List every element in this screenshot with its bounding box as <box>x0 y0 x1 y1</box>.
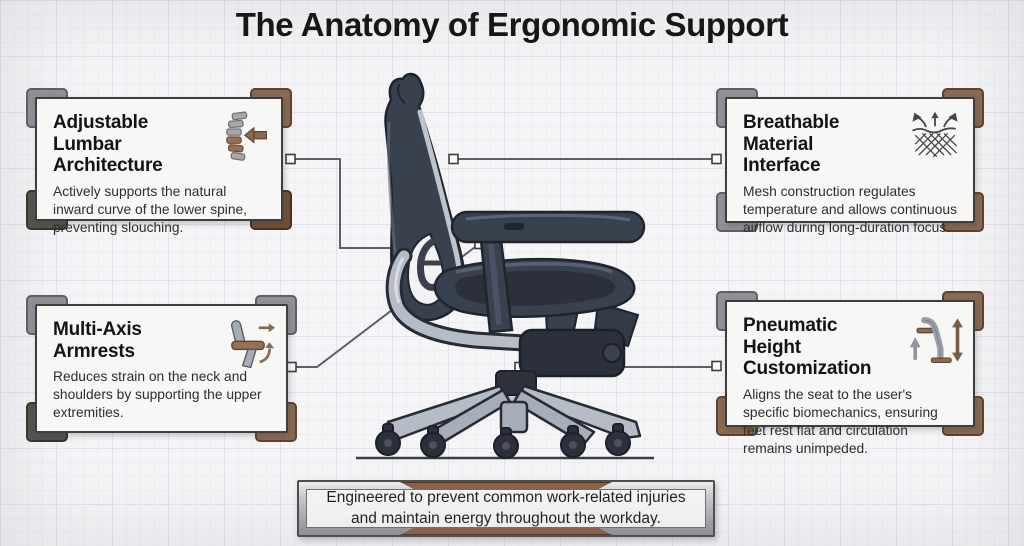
chair-base <box>382 384 642 446</box>
chair-seat <box>433 257 636 319</box>
chair-frame <box>385 247 565 354</box>
armrest-motion-icon <box>230 320 275 369</box>
callout-title: Multi-Axis Armrests <box>53 319 142 362</box>
chair-armrest <box>450 210 646 334</box>
chair-backrest <box>384 72 467 322</box>
chair-casters <box>375 423 631 459</box>
callout-body: Mesh construction regulates temperature … <box>743 183 957 235</box>
callout-height: Pneumatic Height Customization Aligns th… <box>716 291 984 456</box>
callout-lumbar: Adjustable Lumbar Architecture Actively … <box>26 88 292 235</box>
connector-armrest <box>291 243 480 368</box>
callout-title: Adjustable Lumbar Architecture <box>53 112 163 177</box>
connector-lumbar <box>290 158 396 249</box>
connector-endpoints <box>285 153 722 373</box>
callout-title: Pneumatic Height Customization <box>743 315 872 380</box>
mesh-airflow-icon <box>912 111 958 158</box>
callout-armrests: Multi-Axis Armrests Reduces strain on th… <box>26 295 297 442</box>
chair-mechanism <box>518 296 640 378</box>
banner-line-2: and maintain energy throughout the workd… <box>351 509 661 527</box>
callout-body: Actively supports the natural inward cur… <box>53 183 248 235</box>
lumbar-pad <box>417 238 439 291</box>
banner-line-1: Engineered to prevent common work-relate… <box>326 489 686 507</box>
chair-illustration <box>356 72 654 460</box>
page-title: The Anatomy of Ergonomic Support <box>235 6 789 43</box>
spine-arrow-icon <box>226 111 267 161</box>
callout-body: Aligns the seat to the user's specific b… <box>743 386 938 456</box>
banner-text-panel: Engineered to prevent common work-relate… <box>306 489 706 528</box>
chair-gas-lift <box>495 370 537 429</box>
callout-body: Reduces strain on the neck and shoulders… <box>53 369 262 421</box>
height-adjust-icon <box>909 317 963 364</box>
callout-breathable: Breathable Material Interface Mesh const… <box>716 88 984 235</box>
callout-title: Breathable Material Interface <box>743 112 840 177</box>
footer-banner: Engineered to prevent common work-relate… <box>297 480 715 537</box>
